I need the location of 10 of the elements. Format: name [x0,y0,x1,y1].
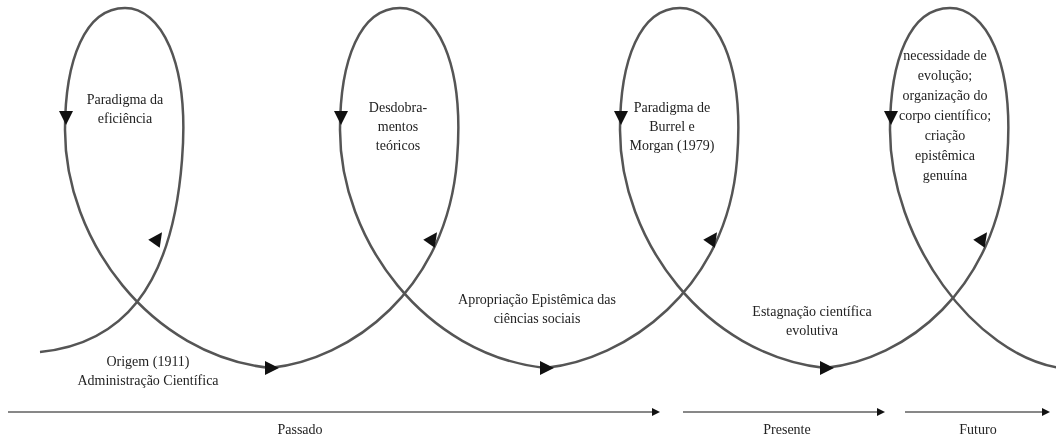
stage-label: Origem (1911) Administração Científica [76,353,220,390]
loop-label: necessidade de evolução; organização do corpo científico; criação epistêmica genuína [897,47,993,185]
period-label: Futuro [958,421,998,439]
loop-label: Desdobra- mentos teóricos [367,99,429,155]
loop-label: Paradigma da eficiência [85,91,165,128]
loop-label: Paradigma de Burrel e Morgan (1979) [628,99,716,155]
stage-label: Estagnação científica evolutiva [751,303,873,340]
stage-label: Apropriação Epistêmica das ciências sociais [457,291,617,328]
period-label: Presente [762,421,812,439]
period-label: Passado [276,421,324,439]
